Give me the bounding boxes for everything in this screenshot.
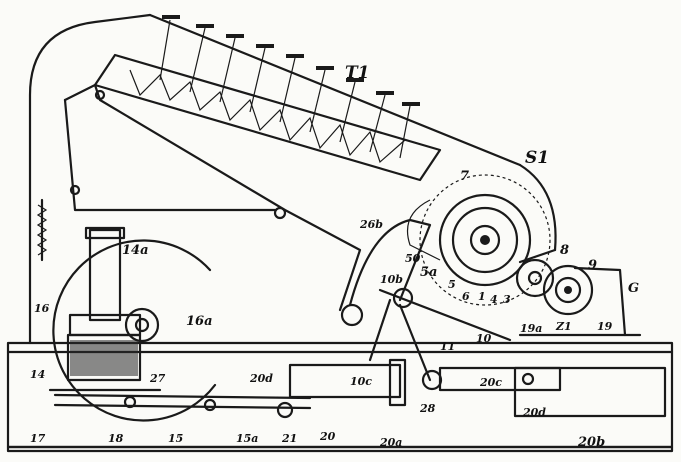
label-26b: 26b bbox=[359, 218, 383, 231]
label-10c: 10c bbox=[350, 375, 372, 388]
lever-links bbox=[340, 218, 512, 391]
label-15: 15 bbox=[168, 432, 183, 445]
label-16a: 16a bbox=[186, 314, 213, 329]
label-19: 19 bbox=[597, 320, 613, 333]
label-28: 28 bbox=[419, 402, 436, 415]
label-50: 50 bbox=[405, 252, 421, 265]
label-14: 14 bbox=[30, 368, 45, 381]
gears bbox=[515, 258, 642, 337]
label-S1: S1 bbox=[525, 148, 549, 168]
label-21: 21 bbox=[281, 432, 297, 445]
label-19a: 19a bbox=[520, 322, 542, 335]
label-15a: 15a bbox=[236, 432, 258, 445]
label-11: 11 bbox=[440, 340, 455, 353]
label-9: 9 bbox=[588, 258, 597, 273]
label-14a: 14a bbox=[122, 243, 149, 258]
label-3: 3 bbox=[503, 293, 511, 306]
label-20a: 20a bbox=[379, 436, 402, 449]
key-stems bbox=[159, 19, 411, 159]
slides bbox=[288, 358, 667, 418]
bottom-shaft bbox=[53, 393, 312, 419]
label-G: G bbox=[628, 281, 639, 296]
label-T1: T1 bbox=[345, 63, 369, 83]
labels: T1 S1 7 26b 50 5a 10b 5 6 1 4 3 8 9 G 14… bbox=[30, 63, 639, 450]
label-1: 1 bbox=[478, 290, 486, 303]
label-6: 6 bbox=[462, 290, 470, 303]
label-5: 5 bbox=[448, 278, 456, 291]
label-17: 17 bbox=[30, 432, 46, 445]
label-27: 27 bbox=[149, 372, 166, 385]
label-20d-left: 20d bbox=[249, 372, 273, 385]
drum-s1 bbox=[406, 174, 551, 306]
label-Z1: Z1 bbox=[555, 320, 572, 333]
motor-assembly bbox=[48, 226, 217, 422]
label-10b: 10b bbox=[380, 273, 403, 286]
label-7: 7 bbox=[460, 169, 469, 184]
label-18: 18 bbox=[108, 432, 124, 445]
label-5a: 5a bbox=[420, 265, 437, 280]
label-16: 16 bbox=[34, 302, 50, 315]
key-caps bbox=[162, 15, 420, 106]
spring bbox=[36, 198, 48, 262]
label-20d-right: 20d bbox=[522, 406, 546, 419]
label-20b: 20b bbox=[577, 435, 605, 450]
label-20c: 20c bbox=[479, 376, 502, 389]
key-carriage bbox=[63, 15, 442, 312]
label-4: 4 bbox=[490, 293, 498, 306]
label-20: 20 bbox=[319, 430, 336, 443]
label-8: 8 bbox=[560, 243, 569, 258]
label-10: 10 bbox=[476, 332, 492, 345]
